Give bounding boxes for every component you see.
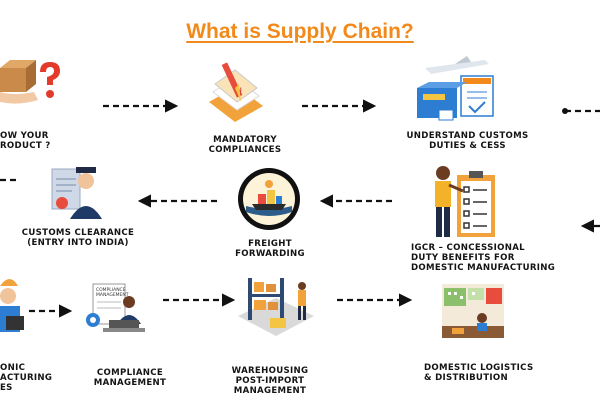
svg-text:!: ! xyxy=(239,87,243,97)
worker-laptop-icon xyxy=(0,279,24,332)
checklist-person-icon xyxy=(435,166,495,237)
logistics-office-icon xyxy=(442,284,504,338)
step-10-label: DOMESTIC LOGISTICS& DISTRIBUTION xyxy=(424,363,534,383)
customs-plane-icon xyxy=(417,56,494,121)
box-question-icon xyxy=(0,60,60,104)
notebook-pencil-icon: ! xyxy=(209,62,263,122)
ship-globe-icon xyxy=(238,168,300,230)
warehouse-icon xyxy=(238,278,314,336)
compliance-manager-icon: COMPLIANCE MANAGEMENT xyxy=(86,283,145,332)
customs-officer-icon xyxy=(51,167,102,219)
svg-text:COMPLIANCE: COMPLIANCE xyxy=(96,287,126,293)
diagram-title: What is Supply Chain? xyxy=(186,20,414,43)
step-6-label: CUSTOMS CLEARANCE(ENTRY INTO INDIA) xyxy=(21,228,135,248)
svg-text:MANAGEMENT: MANAGEMENT xyxy=(96,292,129,298)
